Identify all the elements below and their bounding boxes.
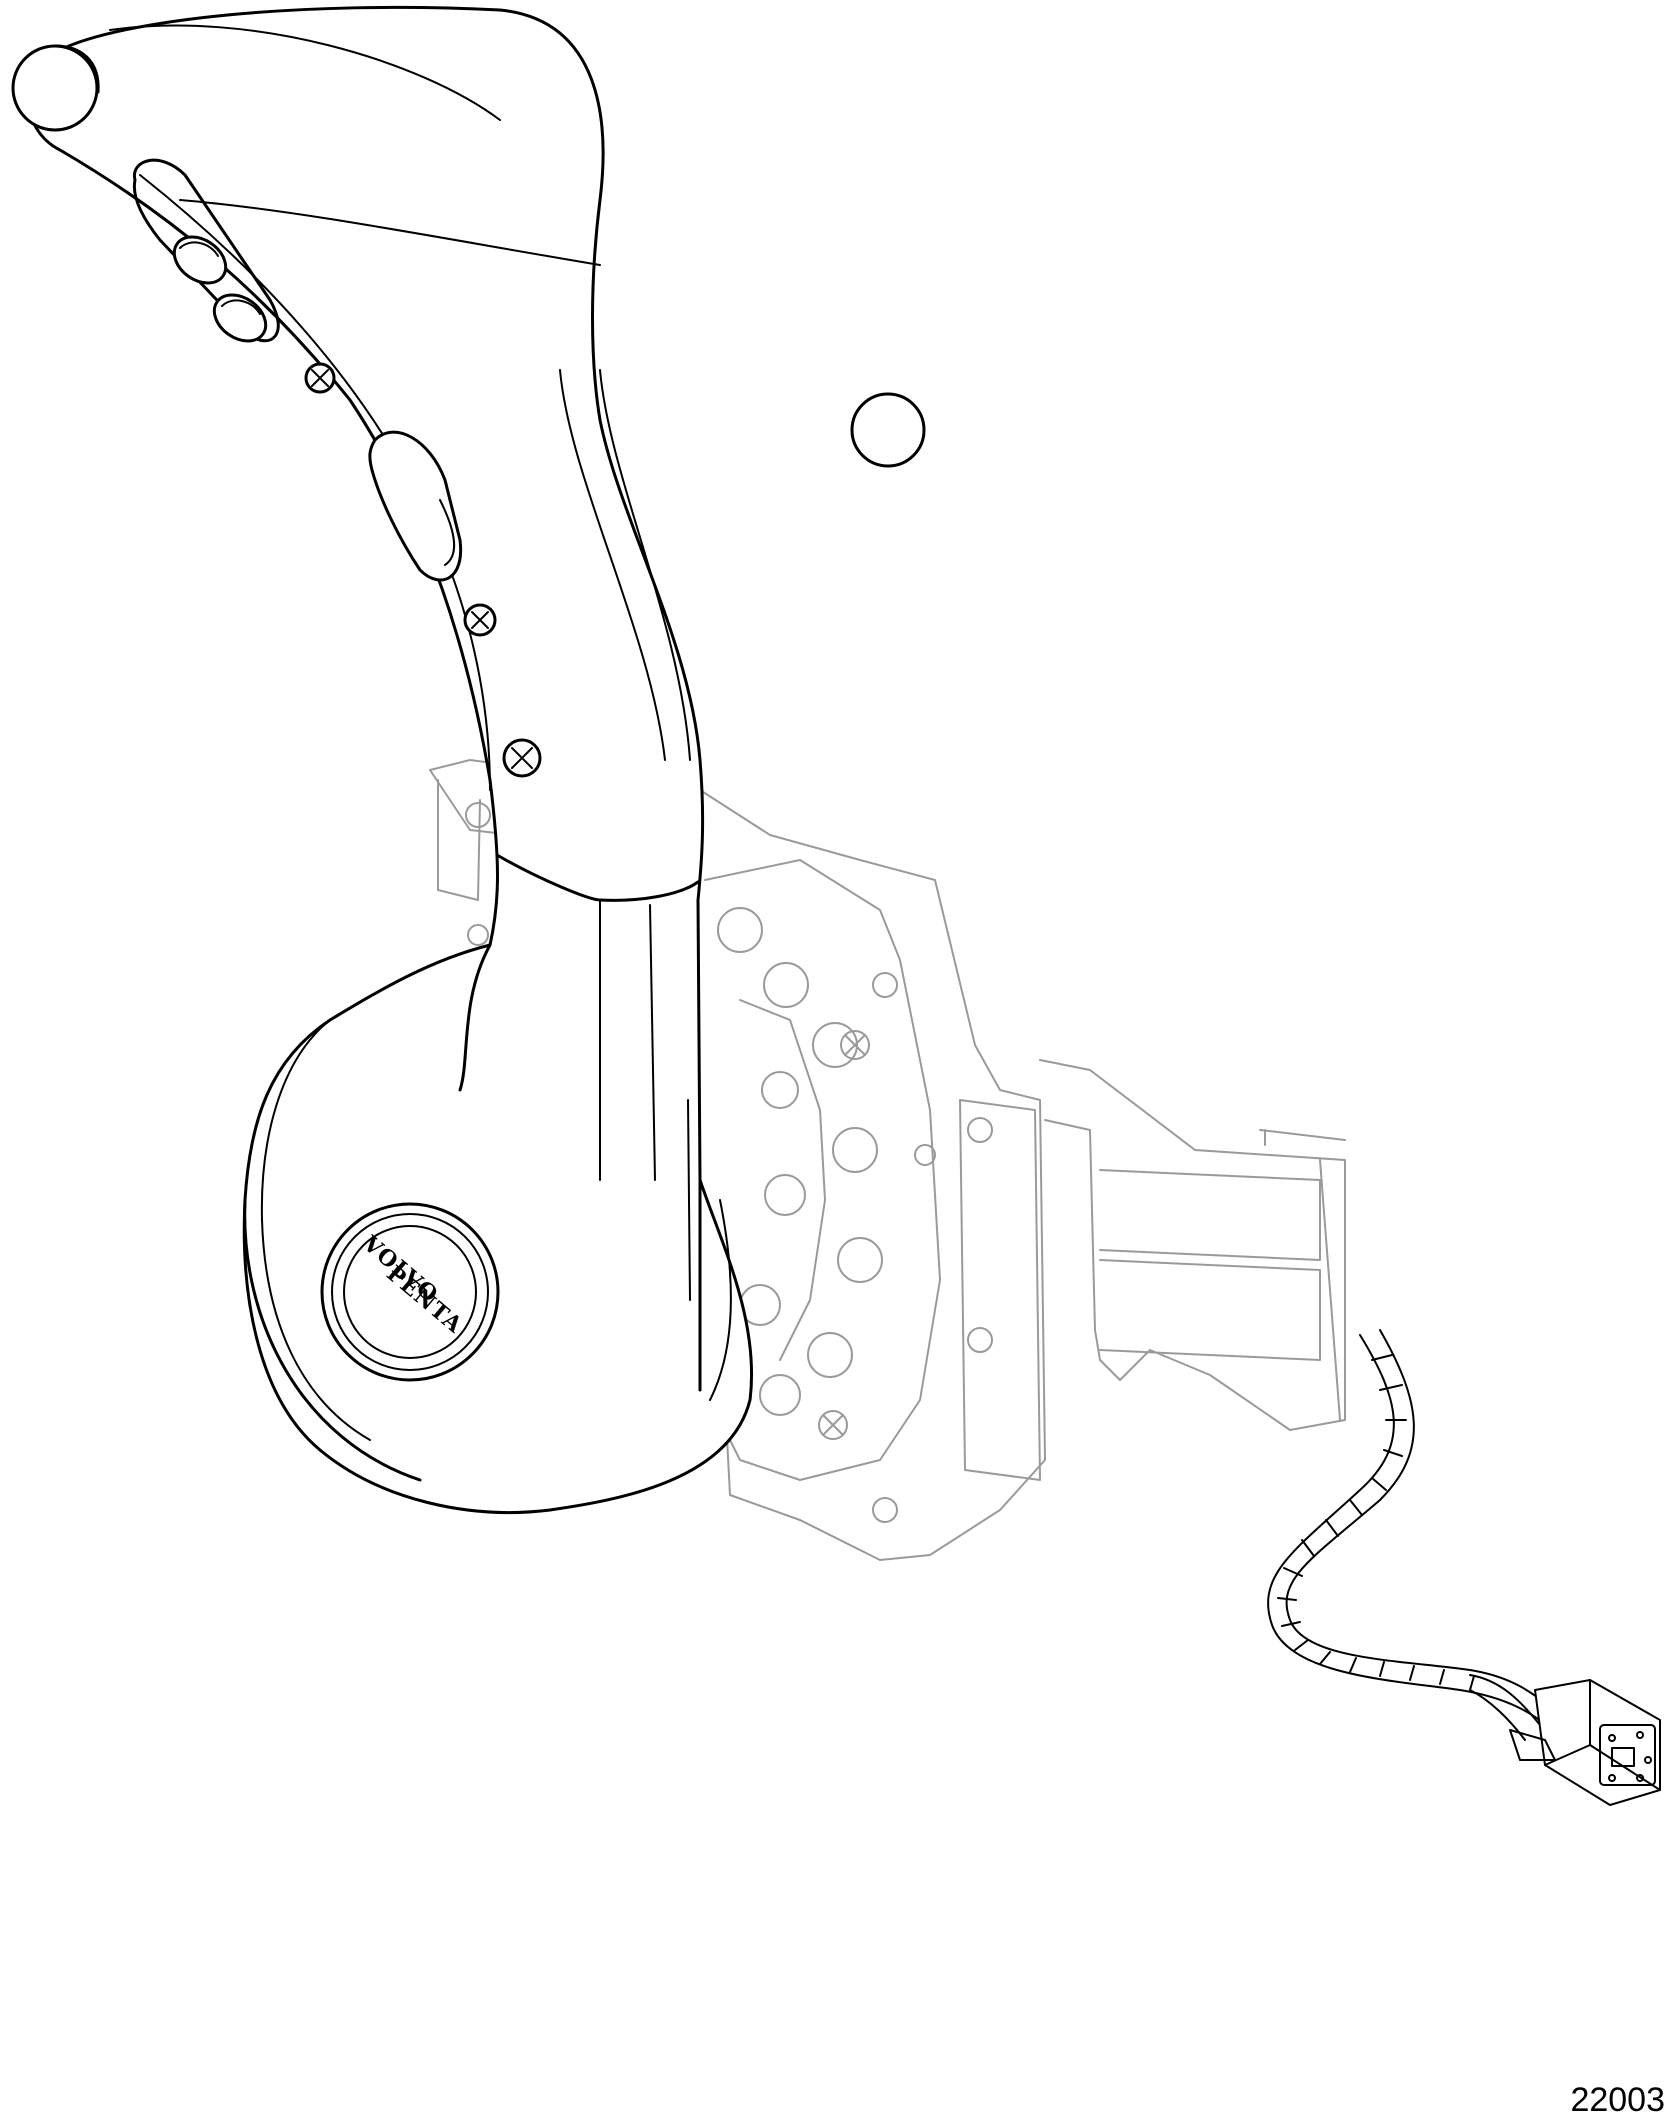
wiring-harness [1267, 1329, 1661, 1806]
rocker-switch [172, 235, 268, 343]
callout-circle [850, 392, 926, 468]
figure-number: 22003 [1570, 2081, 1665, 2119]
oval-button [368, 430, 463, 582]
mounting-bracket [429, 759, 1346, 1561]
screw-icon [463, 603, 497, 637]
brand-logo: VOLVO PENTA [320, 1202, 500, 1382]
screw-icon [304, 362, 336, 394]
screw-icon [502, 738, 542, 778]
control-lever [11, 5, 754, 1514]
